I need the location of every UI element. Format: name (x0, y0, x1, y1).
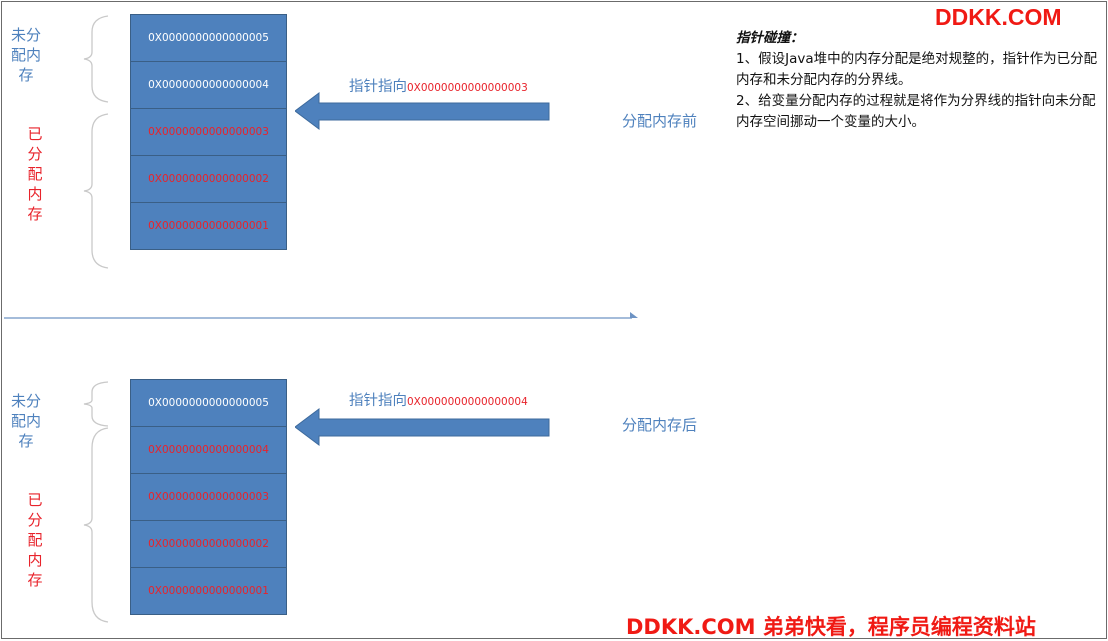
after-unallocated-label-text: 未分配内存 (10, 392, 41, 450)
before-unallocated-brace (83, 15, 109, 103)
before-pointer-caption: 指针指向0X0000000000000003 (349, 75, 528, 96)
before-allocated-brace (83, 113, 109, 269)
before-unallocated-label: 未分配内存 (10, 25, 42, 85)
pointer-bump-note: 指针碰撞： 1、假设Java堆中的内存分配是绝对规整的，指针作为已分配内存和未分… (736, 28, 1098, 133)
memory-cell: 0X0000000000000005 (130, 379, 287, 427)
after-unallocated-label: 未分配内存 (10, 391, 42, 451)
memory-cell: 0X0000000000000002 (130, 521, 287, 568)
before-pointer-arrow-icon (295, 92, 550, 130)
after-allocated-label: 已分配内存 (26, 490, 44, 590)
after-memory-stack: 0X0000000000000005 0X0000000000000004 0X… (130, 379, 287, 615)
memory-cell: 0X0000000000000001 (130, 568, 287, 615)
before-pointer-text: 指针指向 (349, 79, 407, 95)
memory-cell: 0X0000000000000004 (130, 62, 287, 109)
memory-cell: 0X0000000000000001 (130, 203, 287, 250)
before-allocated-label-text: 已分配内存 (27, 125, 43, 223)
after-allocated-brace (83, 427, 109, 623)
after-state-label: 分配内存后 (622, 416, 698, 434)
after-pointer-arrow-icon (295, 408, 550, 446)
memory-cell: 0X0000000000000003 (130, 474, 287, 521)
watermark-top: DDKK.COM (935, 4, 1062, 30)
note-title: 指针碰撞： (736, 30, 804, 46)
after-allocated-label-text: 已分配内存 (27, 491, 43, 589)
after-unallocated-brace (83, 381, 109, 427)
before-memory-stack: 0X0000000000000005 0X0000000000000004 0X… (130, 14, 287, 250)
after-pointer-address: 0X0000000000000004 (407, 396, 528, 408)
memory-cell: 0X0000000000000002 (130, 156, 287, 203)
memory-cell: 0X0000000000000004 (130, 427, 287, 474)
note-line-2: 2、给变量分配内存的过程就是将作为分界线的指针向未分配内存空间挪动一个变量的大小… (736, 93, 1096, 130)
section-divider (4, 312, 638, 319)
after-pointer-caption: 指针指向0X0000000000000004 (349, 389, 528, 410)
memory-cell: 0X0000000000000005 (130, 14, 287, 62)
before-pointer-address: 0X0000000000000003 (407, 82, 528, 94)
before-state-label: 分配内存前 (622, 112, 698, 130)
note-line-1: 1、假设Java堆中的内存分配是绝对规整的，指针作为已分配内存和未分配内存的分界… (736, 51, 1098, 88)
before-allocated-label: 已分配内存 (26, 124, 44, 224)
memory-cell: 0X0000000000000003 (130, 109, 287, 156)
after-pointer-text: 指针指向 (349, 393, 407, 409)
watermark-bottom: DDKK.COM 弟弟快看，程序员编程资料站 (626, 615, 1036, 639)
before-unallocated-label-text: 未分配内存 (10, 26, 41, 84)
